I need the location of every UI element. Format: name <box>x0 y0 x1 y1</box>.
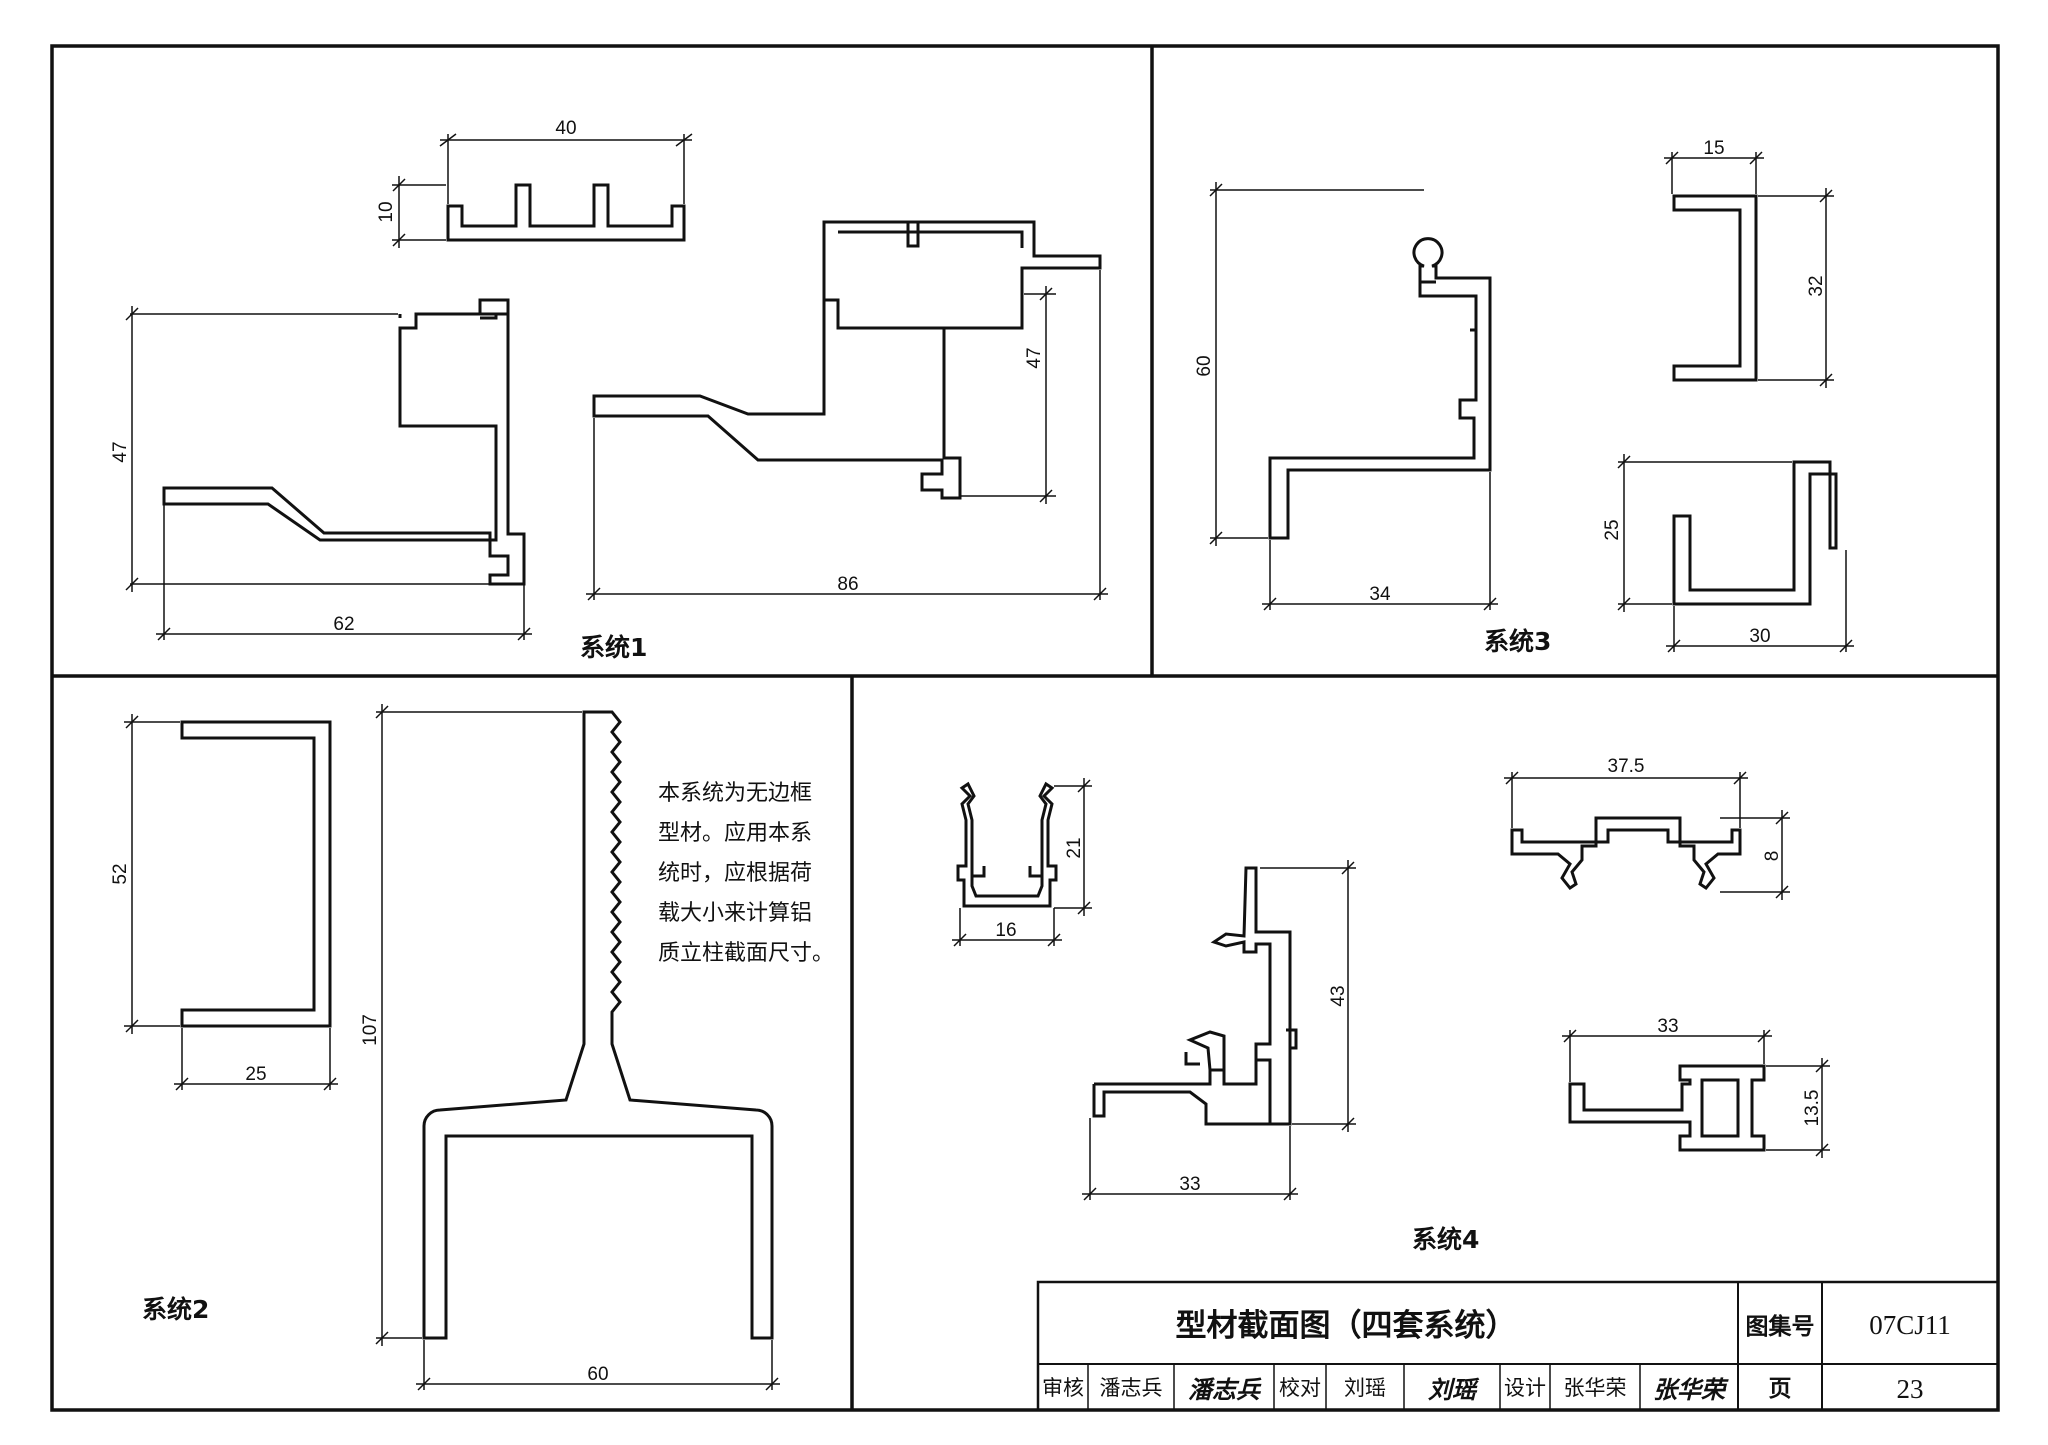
checker-signature: 刘瑶 <box>1428 1375 1480 1404</box>
system3-main-width-dim: 34 <box>1369 584 1391 605</box>
system4-u-width-dim: 16 <box>995 920 1016 941</box>
system2-note-line: 本系统为无边框 <box>658 781 812 806</box>
system2-note: 本系统为无边框 型材。应用本系 统时，应根据荷 载大小来计算铝 质立柱截面尺寸。 <box>658 781 834 966</box>
system4-label: 系统4 <box>1412 1225 1479 1254</box>
page-label: 页 <box>1769 1376 1792 1402</box>
system4-u-profile: 21 16 <box>952 778 1092 947</box>
system1-right-height-dim: 47 <box>1024 347 1045 368</box>
system1-left-width-dim: 62 <box>333 614 354 635</box>
system4-panel: 21 16 43 33 <box>952 756 1830 1254</box>
checker-name: 刘瑶 <box>1344 1376 1386 1400</box>
system2-note-line: 质立柱截面尺寸。 <box>658 941 834 966</box>
design-label: 设计 <box>1504 1376 1546 1400</box>
system4-cap-height-dim: 8 <box>1762 851 1783 862</box>
reviewer-name: 潘志兵 <box>1100 1376 1163 1400</box>
reviewer-signature: 潘志兵 <box>1188 1375 1262 1404</box>
system1-panel: 40 10 47 62 <box>110 118 1108 662</box>
check-label: 校对 <box>1279 1376 1321 1400</box>
system3-main-height-dim: 60 <box>1194 355 1215 376</box>
atlas-number: 07CJ11 <box>1869 1310 1951 1340</box>
system2-label: 系统2 <box>142 1295 209 1324</box>
system1-right-profile: 47 86 <box>586 220 1108 601</box>
system1-label: 系统1 <box>580 633 647 662</box>
system4-small-profile: 33 13.5 <box>1562 1016 1830 1158</box>
system3-main-profile: 60 34 <box>1194 182 1498 611</box>
system2-note-line: 载大小来计算铝 <box>658 901 812 926</box>
system2-channel: 52 25 <box>110 714 338 1091</box>
system1-top-profile: 40 10 <box>376 118 693 248</box>
system2-note-line: 统时，应根据荷 <box>658 861 812 886</box>
system3-panel: 60 34 15 32 <box>1194 138 1854 656</box>
atlas-number-label: 图集号 <box>1746 1313 1815 1340</box>
system3-top-width-dim: 15 <box>1703 138 1724 159</box>
drawing-title: 型材截面图（四套系统） <box>1176 1308 1517 1344</box>
system1-left-height-dim: 47 <box>110 441 131 462</box>
system1-top-height-dim: 10 <box>376 201 397 222</box>
system2-channel-width-dim: 25 <box>245 1064 266 1085</box>
system4-small-height-dim: 13.5 <box>1802 1090 1823 1127</box>
system4-small-width-dim: 33 <box>1657 1016 1678 1037</box>
system4-u-height-dim: 21 <box>1064 837 1085 858</box>
system3-bottom-width-dim: 30 <box>1749 626 1770 647</box>
system3-label: 系统3 <box>1484 627 1551 656</box>
system4-cap-width-dim: 37.5 <box>1608 756 1645 777</box>
system3-bottom-channel: 25 30 <box>1602 454 1854 653</box>
review-label: 审核 <box>1042 1376 1084 1400</box>
system1-top-width-dim: 40 <box>555 118 576 139</box>
system2-mullion-width-dim: 60 <box>587 1364 608 1385</box>
system2-channel-height-dim: 52 <box>110 863 131 884</box>
system4-main-width-dim: 33 <box>1179 1174 1200 1195</box>
system2-panel: 52 25 107 60 本系统为无边框 型材。应用本系 统时，应根据荷 载大小… <box>110 704 834 1391</box>
system4-main-height-dim: 43 <box>1328 985 1349 1006</box>
designer-signature: 张华荣 <box>1653 1375 1729 1404</box>
system2-mullion-height-dim: 107 <box>360 1014 381 1046</box>
system4-cap-profile: 37.5 8 <box>1504 756 1790 900</box>
designer-name: 张华荣 <box>1564 1376 1627 1400</box>
system3-top-height-dim: 32 <box>1806 275 1827 296</box>
system3-bottom-height-dim: 25 <box>1602 519 1623 540</box>
system1-right-width-dim: 86 <box>837 574 858 595</box>
page-number: 23 <box>1897 1374 1924 1404</box>
system1-left-profile: 47 62 <box>110 298 532 641</box>
system4-main-profile: 43 33 <box>1082 860 1356 1201</box>
title-block: 型材截面图（四套系统） 图集号 07CJ11 页 23 审核 潘志兵 潘志兵 校… <box>1036 1280 2000 1412</box>
system2-note-line: 型材。应用本系 <box>658 821 812 846</box>
system2-mullion: 107 60 <box>360 704 780 1391</box>
sheet-frame <box>50 44 2000 1412</box>
system3-top-channel: 15 32 <box>1664 138 1834 388</box>
